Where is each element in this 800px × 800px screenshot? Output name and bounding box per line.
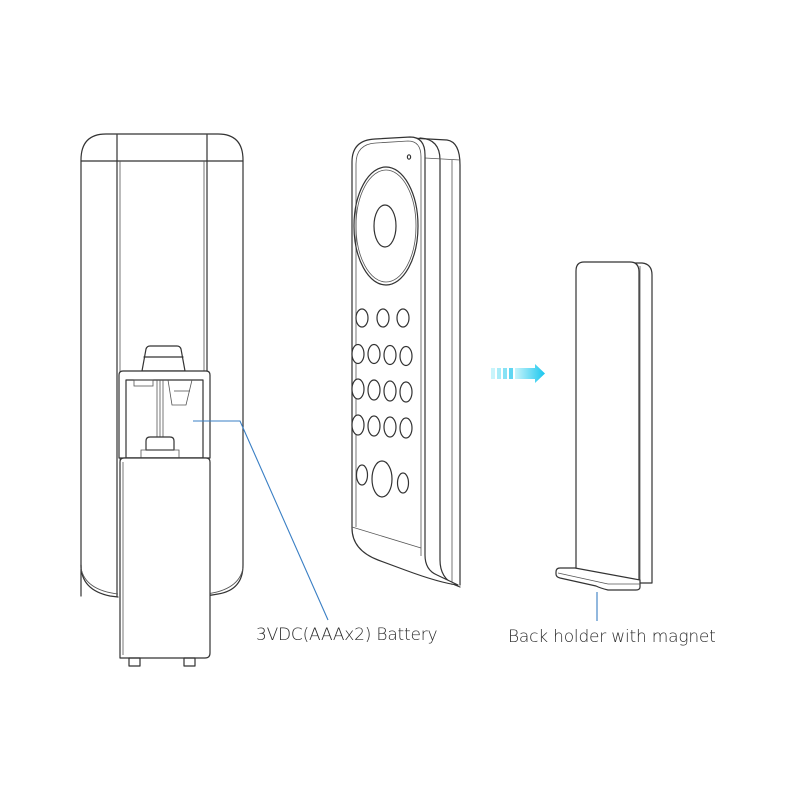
remote-back-view	[80, 133, 329, 667]
back-holder	[555, 261, 653, 621]
battery-label: 3VDC(AAAx2) Battery	[256, 625, 438, 645]
back-holder-label: Back holder with magnet	[508, 627, 716, 647]
button-grid	[351, 308, 413, 498]
right-arrow-icon	[491, 364, 545, 383]
remote-front-view	[351, 136, 461, 588]
